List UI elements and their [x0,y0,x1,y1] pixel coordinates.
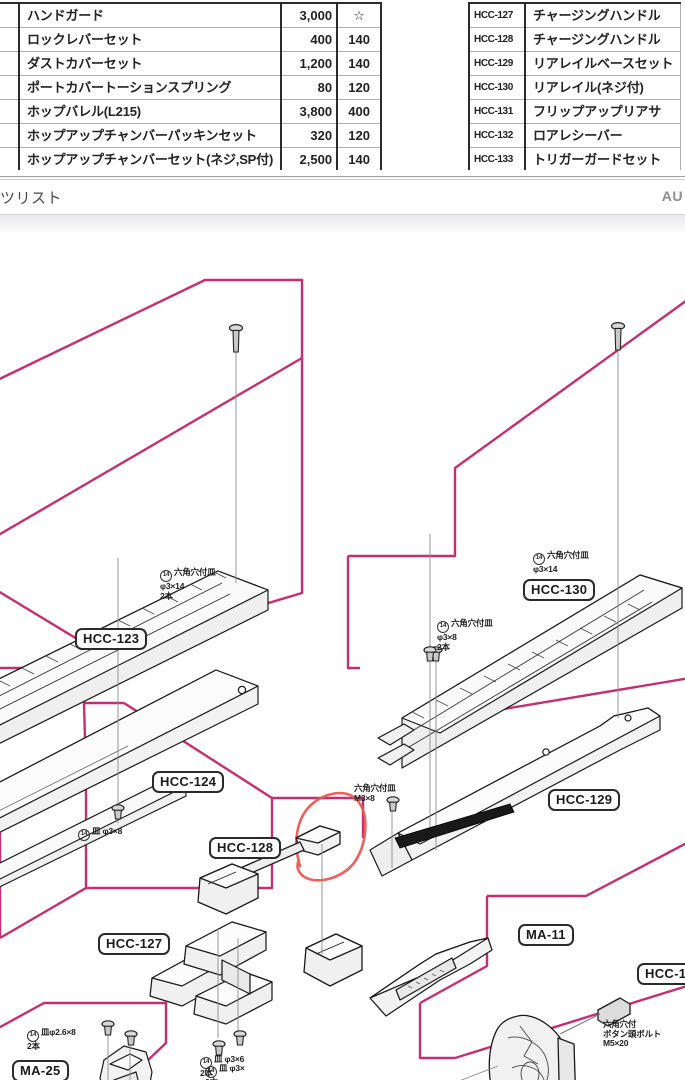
part-name-cell: ホップバレル(L215) [18,99,282,124]
part-callout-hcc-13x: HCC-13 [637,963,685,985]
part-code-cell: A-25 [0,147,20,170]
table-row: C-117ハンドガード3,000☆ [0,2,383,28]
part-shipping-cell: 120 [336,123,383,148]
part-code-cell: HCC-128 [468,27,526,52]
part-callout-ma-11: MA-11 [518,924,574,946]
fastener-mark-icon: 14 [205,1066,217,1078]
part-callout-hcc-127: HCC-127 [98,933,171,955]
band-top-rule-secondary [0,179,685,180]
part-name-cell: チャージングハンドル [524,2,682,28]
part-code-cell: C-117 [0,2,20,28]
part-name-cell: ロックレバーセット [18,27,282,52]
page-header-band: ツリスト AU [0,176,685,238]
part-shipping-cell: 400 [336,99,383,124]
part-code-cell: HCC-131 [468,99,526,124]
part-code-cell: C-118 [0,27,20,52]
part-callout-hcc-128: HCC-128 [209,837,282,859]
parts-table-left: C-117ハンドガード3,000☆C-118ロックレバーセット400140C-1… [0,2,383,170]
band-shadow [0,214,685,232]
fastener-mark-icon: 14 [27,1030,39,1042]
part-code-cell: HCC-129 [468,51,526,76]
part-name-cell: ポートカバートーションスプリング [18,75,282,100]
part-code-cell: C-120 [0,99,20,124]
part-code-cell: HCC-127 [468,2,526,28]
part-name-cell: トリガーガードセット [524,147,682,170]
part-shipping-cell: 120 [336,75,383,100]
part-name-cell: リアレイルベースセット [524,51,682,76]
part-name-cell: ダストカバーセット [18,51,282,76]
table-row: A-41ポートカバートーションスプリング80120 [0,75,383,100]
part-name-cell: ロアレシーバー [524,123,682,148]
part-price-cell: 3,000 [280,2,338,28]
part-callout-hcc-130: HCC-130 [523,579,596,601]
part-price-cell: 80 [280,75,338,100]
part-price-cell: 2,500 [280,147,338,170]
fastener-mark-icon: 14 [78,829,90,841]
part-name-cell: ホップアップチャンバーパッキンセット [18,123,282,148]
part-callout-ma-25: MA-25 [12,1060,69,1080]
part-name-cell: フリップアップリアサ [524,99,682,124]
part-code-cell: C-119 [0,51,20,76]
diagram-linework [0,278,685,1080]
part-shipping-cell: 140 [336,147,383,170]
part-shipping-cell: 140 [336,51,383,76]
parts-table-region: C-117ハンドガード3,000☆C-118ロックレバーセット400140C-1… [0,0,685,170]
part-code-cell: HCC-132 [468,123,526,148]
table-row: -24ホップアップチャンバーパッキンセット320120 [0,123,383,148]
part-code-cell: HCC-130 [468,75,526,100]
part-price-cell: 1,200 [280,51,338,76]
part-name-cell: リアレイル(ネジ付) [524,75,682,100]
red-highlight-circle [295,791,367,882]
part-name-cell: ハンドガード [18,2,282,28]
band-top-rule [0,176,685,177]
fastener-annotation-ann-3x6-b: 14皿 φ3×2本 [205,1063,245,1080]
table-row: C-118ロックレバーセット400140 [0,27,383,52]
part-name-cell: チャージングハンドル [524,27,682,52]
part-price-cell: 400 [280,27,338,52]
band-title: ツリスト [0,190,63,207]
part-callout-hcc-124: HCC-124 [152,771,225,793]
part-price-cell: 3,800 [280,99,338,124]
part-code-cell: A-41 [0,75,20,100]
fastener-mark-icon: 14 [200,1057,212,1069]
part-price-cell: 320 [280,123,338,148]
part-shipping-cell: ☆ [336,2,383,28]
part-code-cell: -24 [0,123,20,148]
part-code-cell: HCC-133 [468,147,526,170]
part-name-cell: ホップアップチャンバーセット(ネジ,SP付) [18,147,282,170]
part-callout-hcc-123: HCC-123 [75,628,148,650]
fastener-mark-icon: 14 [160,570,172,582]
part-callout-hcc-129: HCC-129 [548,789,621,811]
part-shipping-cell: 140 [336,27,383,52]
fastener-mark-icon: 14 [437,621,449,633]
band-right-label: AU [661,188,683,204]
fastener-mark-icon: 14 [533,553,545,565]
band-body: ツリスト AU [0,180,685,214]
